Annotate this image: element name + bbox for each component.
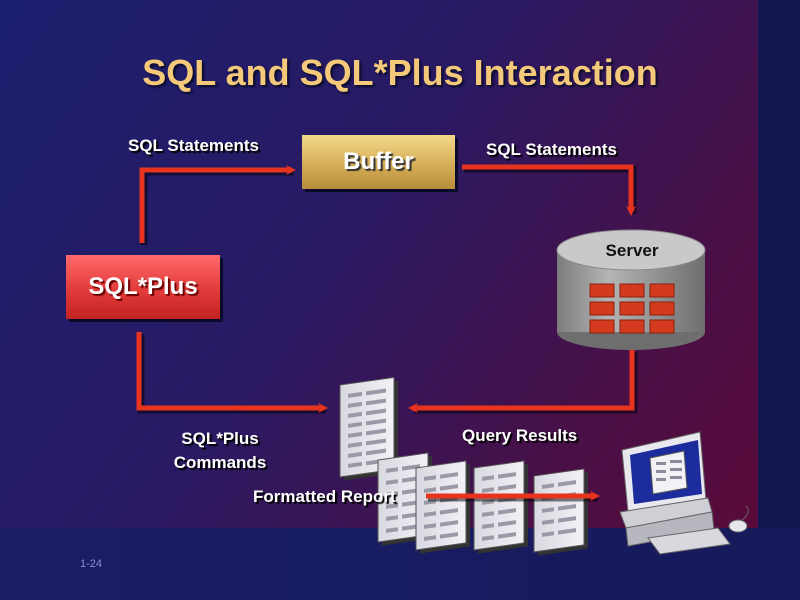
label-query-results: Query Results: [462, 426, 578, 445]
label-sql-statements-right: SQL Statements: [486, 140, 618, 159]
arrow-server-to-report: [408, 350, 638, 414]
arrow-sqlplus-to-report: [136, 332, 328, 414]
buffer-node: Buffer: [302, 135, 455, 189]
arrow-buffer-to-server: [462, 164, 637, 216]
page-number: 1-24: [80, 558, 103, 570]
label-sqlplus-commands-line2: Commands: [173, 453, 267, 472]
label-sql-statements-left: SQL Statements: [128, 136, 260, 155]
database-server-icon: [556, 229, 706, 350]
sqlplus-node: SQL*Plus: [66, 255, 220, 319]
arrow-sqlplus-to-buffer: [139, 165, 296, 245]
slide-right-bar: [758, 0, 800, 600]
document-stack-icon: [339, 376, 588, 556]
label-formatted-report: Formatted Report: [253, 487, 396, 506]
server-label: Server: [605, 241, 659, 260]
label-sqlplus-commands-line1: SQL*Plus: [181, 429, 259, 448]
arrow-report-to-computer: [426, 491, 600, 502]
slide-title: SQL and SQL*Plus Interaction: [142, 52, 658, 93]
computer-icon: [619, 431, 749, 555]
